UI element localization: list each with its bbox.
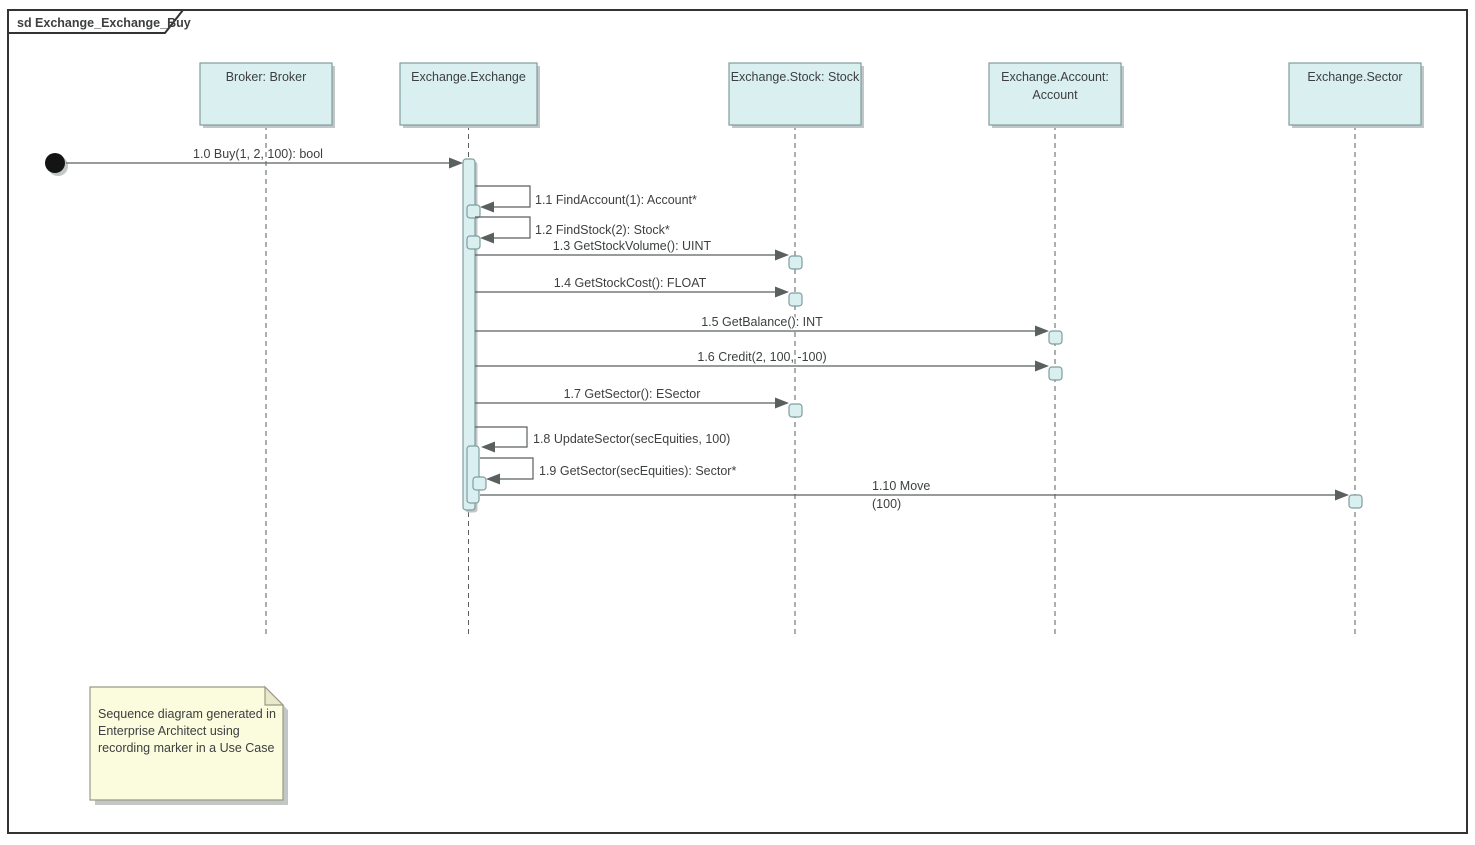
message-1-10-label-2: (100) (872, 497, 901, 511)
message-1-1-label: 1.1 FindAccount(1): Account* (535, 193, 697, 207)
message-1-2-label: 1.2 FindStock(2): Stock* (535, 223, 670, 237)
message-1-2-line (475, 216, 531, 239)
note-text-line-2: Enterprise Architect using (98, 724, 240, 738)
activation-stock-getstockvolume (788, 255, 803, 270)
message-1-8-arrowhead (481, 441, 495, 453)
note-text-line-1: Sequence diagram generated in (98, 707, 276, 721)
activation-stock-getstockcost (788, 292, 803, 307)
message-1-1-arrowhead (480, 201, 494, 213)
message-1-8-label: 1.8 UpdateSector(secEquities, 100) (533, 432, 730, 446)
message-1-7-arrowhead (775, 397, 789, 409)
activation-findstock (466, 235, 481, 250)
activation-account-getbalance (1048, 330, 1063, 345)
start-node-icon (45, 153, 65, 173)
message-1-0-label: 1.0 Buy(1, 2, 100): bool (193, 147, 323, 161)
message-1-2-arrowhead (480, 232, 494, 244)
frame-title: sd Exchange_Exchange_Buy (17, 16, 191, 30)
message-1-10-label: 1.10 Move (872, 479, 930, 493)
activation-sector-move (1348, 494, 1363, 509)
lifeline-head-broker (199, 62, 333, 126)
message-1-9-label: 1.9 GetSector(secEquities): Sector* (539, 464, 736, 478)
activation-findaccount (466, 204, 481, 219)
message-1-7-label: 1.7 GetSector(): ESector (564, 387, 701, 401)
lifeline-head-exchange (399, 62, 538, 126)
message-1-1-line (475, 185, 531, 208)
message-1-6-arrowhead (1035, 360, 1049, 372)
frame-title-tab (7, 9, 186, 34)
message-1-6-label: 1.6 Credit(2, 100, -100) (697, 350, 826, 364)
activation-updatesector (466, 445, 480, 504)
message-1-10-arrowhead (1335, 489, 1349, 501)
note-fold-corner (264, 685, 285, 706)
activation-account-credit (1048, 366, 1063, 381)
note (89, 686, 284, 801)
message-1-9-arrowhead (486, 473, 500, 485)
activation-stock-getsector (788, 403, 803, 418)
message-1-5-label: 1.5 GetBalance(): INT (701, 315, 823, 329)
lifeline-head-exchange-label: Exchange.Exchange (411, 70, 526, 84)
message-1-5-arrowhead (1035, 325, 1049, 337)
message-1-0-arrowhead (449, 157, 463, 169)
message-1-3-arrowhead (775, 249, 789, 261)
lifeline-head-account (988, 62, 1122, 126)
lifeline-head-stock-label: Exchange.Stock: Stock (731, 70, 860, 84)
diagram-frame (7, 9, 1468, 834)
lifeline-head-sector-label: Exchange.Sector (1307, 70, 1402, 84)
lifeline-head-stock (728, 62, 862, 126)
lifeline-head-account-label: Exchange.Account: (1001, 70, 1109, 84)
lifeline-head-sector (1288, 62, 1422, 126)
lifeline-head-account-label-2: Account (1032, 88, 1078, 102)
activation-getsector-nested (472, 476, 487, 491)
message-1-4-arrowhead (775, 286, 789, 298)
message-1-3-label: 1.3 GetStockVolume(): UINT (553, 239, 712, 253)
note-text-line-3: recording marker in a Use Case (98, 741, 275, 755)
message-1-4-label: 1.4 GetStockCost(): FLOAT (554, 276, 707, 290)
message-1-8-line (475, 426, 528, 448)
message-1-9-line (480, 457, 534, 480)
lifeline-head-broker-label: Broker: Broker (226, 70, 307, 84)
